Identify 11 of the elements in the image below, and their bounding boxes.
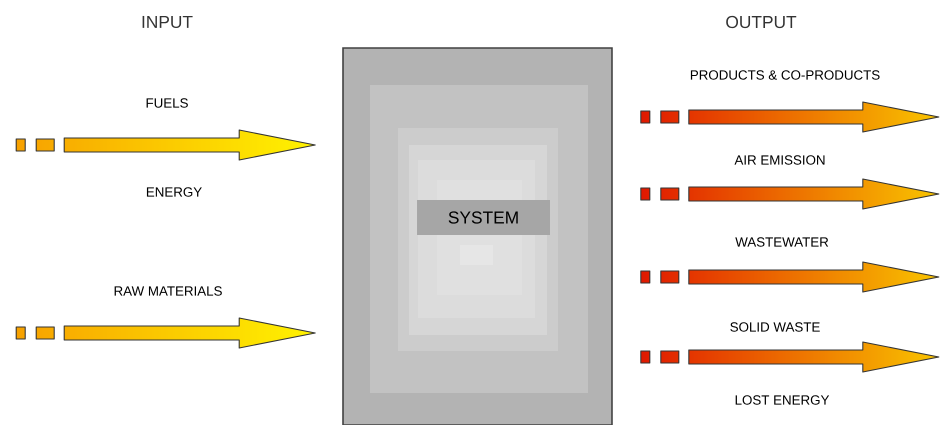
flow-label: AIR EMISSION bbox=[734, 155, 824, 165]
flow-label: PRODUCTS & CO-PRODUCTS bbox=[690, 70, 880, 80]
flow-label: FUELS bbox=[146, 98, 188, 108]
flow-label: RAW MATERIALS bbox=[114, 286, 222, 296]
flow-label: LOST ENERGY bbox=[736, 395, 830, 405]
flow-label: SOLID WASTE bbox=[730, 322, 820, 332]
column-heading: OUTPUT bbox=[726, 16, 796, 28]
flow-label: WASTEWATER bbox=[735, 237, 828, 247]
system-box: SYSTEM bbox=[342, 47, 613, 425]
column-heading: INPUT bbox=[142, 16, 193, 28]
flow-label: ENERGY bbox=[146, 187, 202, 197]
